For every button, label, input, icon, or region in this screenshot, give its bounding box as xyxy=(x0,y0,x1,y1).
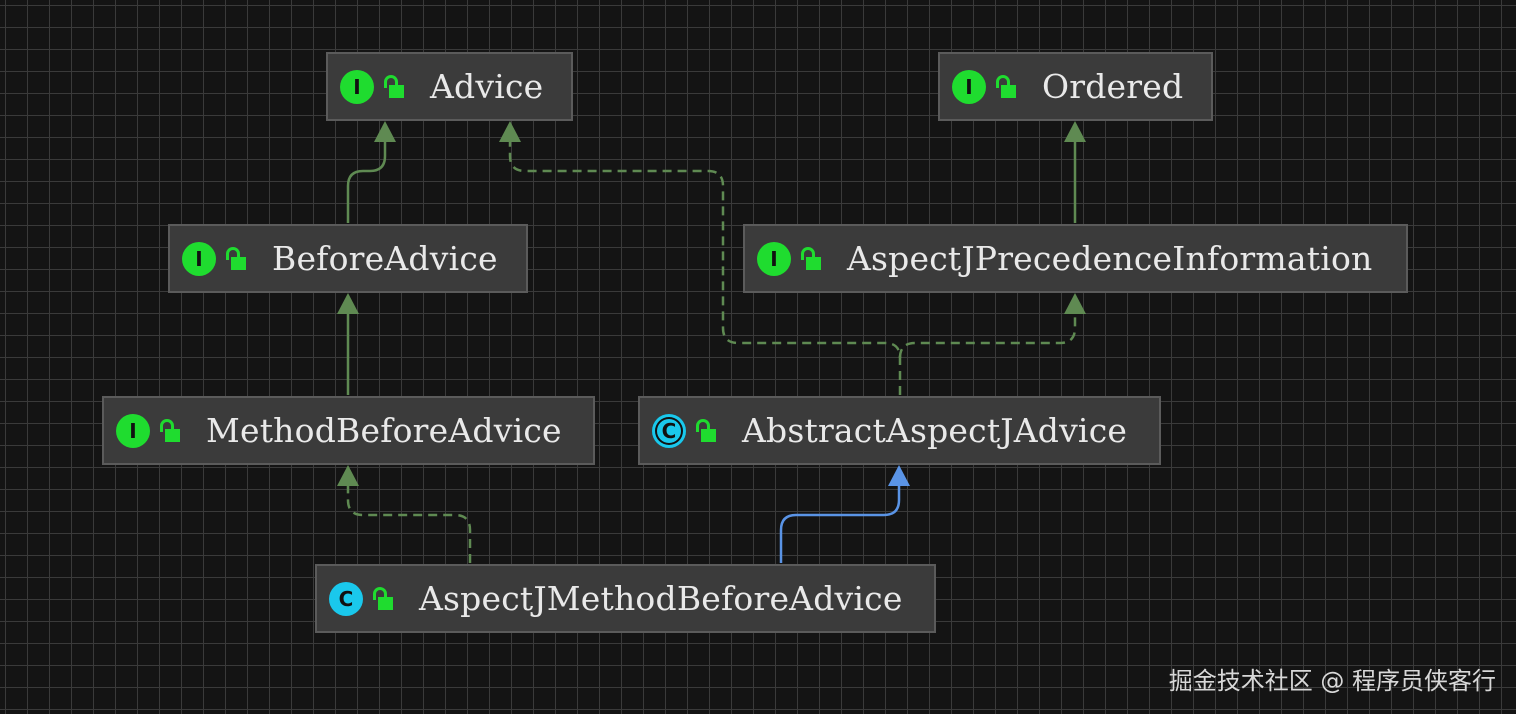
edge-abstract-aspectj-advice-to-advice xyxy=(508,141,902,395)
node-advice[interactable]: I Advice xyxy=(326,52,573,121)
arrowhead-precedence xyxy=(1064,293,1086,314)
node-label: Advice xyxy=(430,67,544,106)
node-abstract-aspectj-advice[interactable]: C AbstractAspectJAdvice xyxy=(638,396,1161,465)
edge-aspectj-method-before-advice-to-abstract xyxy=(779,485,901,563)
node-label: AbstractAspectJAdvice xyxy=(742,411,1128,450)
node-label: MethodBeforeAdvice xyxy=(206,411,562,450)
interface-icon: I xyxy=(116,413,150,448)
arrowhead-before-advice xyxy=(337,293,359,314)
node-aspectj-method-before-advice[interactable]: C AspectJMethodBeforeAdvice xyxy=(315,564,936,633)
node-aspectj-precedence-information[interactable]: I AspectJPrecedenceInformation xyxy=(743,224,1408,293)
node-method-before-advice[interactable]: I MethodBeforeAdvice xyxy=(102,396,595,465)
watermark: 掘金技术社区 @ 程序员侠客行 xyxy=(1168,667,1496,695)
edge-abstract-aspectj-advice-to-precedence xyxy=(898,313,1077,359)
public-lock-icon xyxy=(801,246,821,272)
interface-icon: I xyxy=(340,69,374,104)
interface-icon: I xyxy=(757,241,791,276)
abstract-class-icon: C xyxy=(652,413,686,448)
node-label: Ordered xyxy=(1042,67,1184,106)
node-before-advice[interactable]: I BeforeAdvice xyxy=(168,224,528,293)
public-lock-icon xyxy=(226,246,246,272)
interface-icon: I xyxy=(952,69,986,104)
public-lock-icon xyxy=(384,74,404,100)
class-icon: C xyxy=(329,581,363,616)
node-label: AspectJMethodBeforeAdvice xyxy=(419,579,903,618)
public-lock-icon xyxy=(373,586,393,612)
edge-aspectj-method-before-advice-to-method-before-advice xyxy=(346,485,472,563)
edge-before-advice-to-advice xyxy=(346,141,387,223)
public-lock-icon xyxy=(696,418,716,444)
arrowhead-advice-left xyxy=(374,121,396,142)
arrowhead-abstract-aspectj-advice xyxy=(888,465,910,486)
arrowhead-advice-right xyxy=(499,121,521,142)
interface-icon: I xyxy=(182,241,216,276)
node-label: AspectJPrecedenceInformation xyxy=(847,239,1373,278)
node-label: BeforeAdvice xyxy=(272,239,498,278)
node-ordered[interactable]: I Ordered xyxy=(938,52,1213,121)
public-lock-icon xyxy=(996,74,1016,100)
arrowhead-ordered xyxy=(1064,121,1086,142)
arrowhead-method-before-advice xyxy=(337,465,359,486)
public-lock-icon xyxy=(160,418,180,444)
